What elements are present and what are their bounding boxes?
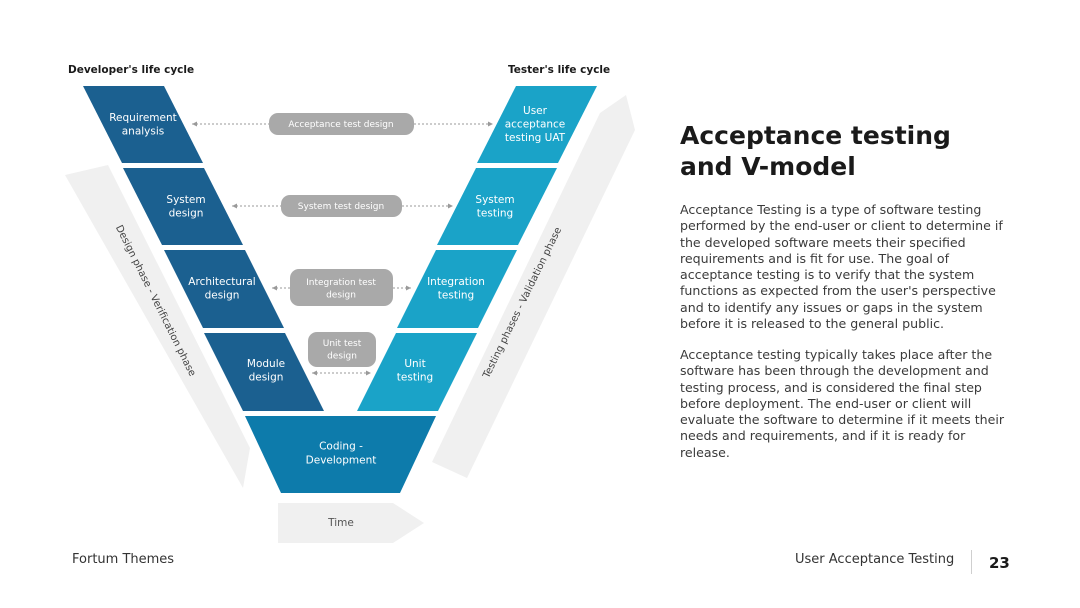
label-line: design [205,289,240,301]
label-line: design [326,290,356,300]
label-line: System [475,194,514,206]
unit-test-design-label: Unit test design [323,339,362,362]
label-line: User [523,105,548,117]
label-line: design [169,207,204,219]
label-line: Integration [427,276,485,288]
label-line: testing UAT [505,132,566,144]
label-line: testing [438,289,474,301]
paragraph-1: Acceptance Testing is a type of software… [680,202,1003,332]
label-line: Coding - [319,441,363,453]
page-number: 23 [989,554,1010,572]
arrowhead [232,203,237,209]
arrowhead [406,285,411,291]
label-line: design [249,371,284,383]
arrowhead [488,121,493,127]
acceptance-test-design-pill [269,113,414,135]
system-test-design-label: System test design [298,202,384,212]
verification-phase-band [65,165,250,488]
system-design-block [123,168,243,245]
system-testing-block [437,168,557,245]
v-model-diagram: Time Design phase - Verification phase T… [65,86,635,543]
label-line: Acceptance test design [288,120,393,130]
verification-phase-label: Design phase - Verification phase [113,224,198,379]
unit-testing-block [357,333,477,411]
label-line: Unit [404,358,425,370]
architectural-design-block [164,250,284,328]
label-line: Requirement [109,112,177,124]
label-line: Architectural [188,276,255,288]
coding-development-label: Coding - Development [306,441,377,467]
label-line: analysis [122,125,165,137]
coding-development-block [245,416,436,493]
label-line: acceptance [505,119,566,131]
arrowhead [312,370,317,376]
label-line: testing [397,371,433,383]
integration-testing-block [397,250,517,328]
tester-lifecycle-header: Tester's life cycle [508,64,611,76]
slide-title: Acceptance testing and V-model [680,121,951,181]
label-line: Development [306,455,377,467]
footer-divider [971,550,972,574]
user-acceptance-testing-block [477,86,597,163]
footer-brand: Fortum Themes [72,552,175,567]
label-line: Module [247,358,285,370]
arrowhead [448,203,453,209]
label-line: Integration test [306,278,376,288]
label-line: testing [477,207,513,219]
label-line: design [327,351,357,361]
arrowhead [192,121,197,127]
paragraph-2: Acceptance testing typically takes place… [680,347,1005,460]
time-label: Time [327,517,354,529]
acceptance-test-design-label: Acceptance test design [288,120,393,130]
validation-phase-band [432,95,635,478]
developer-lifecycle-header: Developer's life cycle [68,64,195,76]
label-line: System test design [298,202,384,212]
time-arrow [278,503,424,543]
arrowhead [366,370,371,376]
label-line: System [166,194,205,206]
footer-section: User Acceptance Testing [795,552,955,567]
arrowhead [272,285,277,291]
integration-test-design-label: Integration test design [306,278,376,301]
system-test-design-pill [281,195,402,217]
unit-test-design-pill [308,332,376,367]
module-design-block [204,333,324,411]
label-line: Unit test [323,339,362,349]
integration-test-design-pill [290,269,393,306]
requirement-analysis-block [83,86,203,163]
